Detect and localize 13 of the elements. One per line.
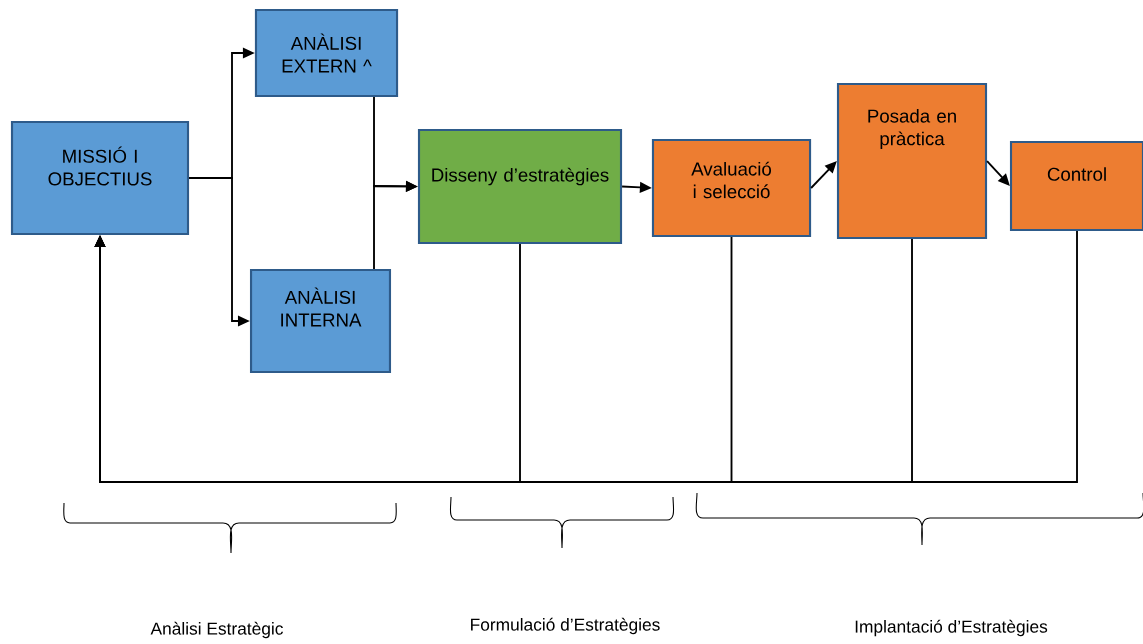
process-box: ANÀLISI EXTERN ^ (254, 8, 399, 98)
stage-label: Formulació d’Estratègies (471, 617, 660, 635)
arrow (986, 160, 1010, 186)
stage-label: Implantació d’Estratègies (855, 619, 1048, 637)
process-box: Avaluació i selecció (651, 138, 812, 238)
process-box: ANÀLISI INTERNA (249, 268, 392, 374)
process-box: Disseny d’estratègies (417, 128, 623, 245)
process-box: MISSIÓ I OBJECTIUS (10, 120, 190, 236)
process-box: Control (1009, 140, 1143, 232)
stage-label: Anàlisi Estratègic (150, 621, 283, 639)
arrow (810, 161, 837, 189)
process-box: Posada en pràctica (836, 82, 988, 240)
arrow (94, 230, 1078, 483)
